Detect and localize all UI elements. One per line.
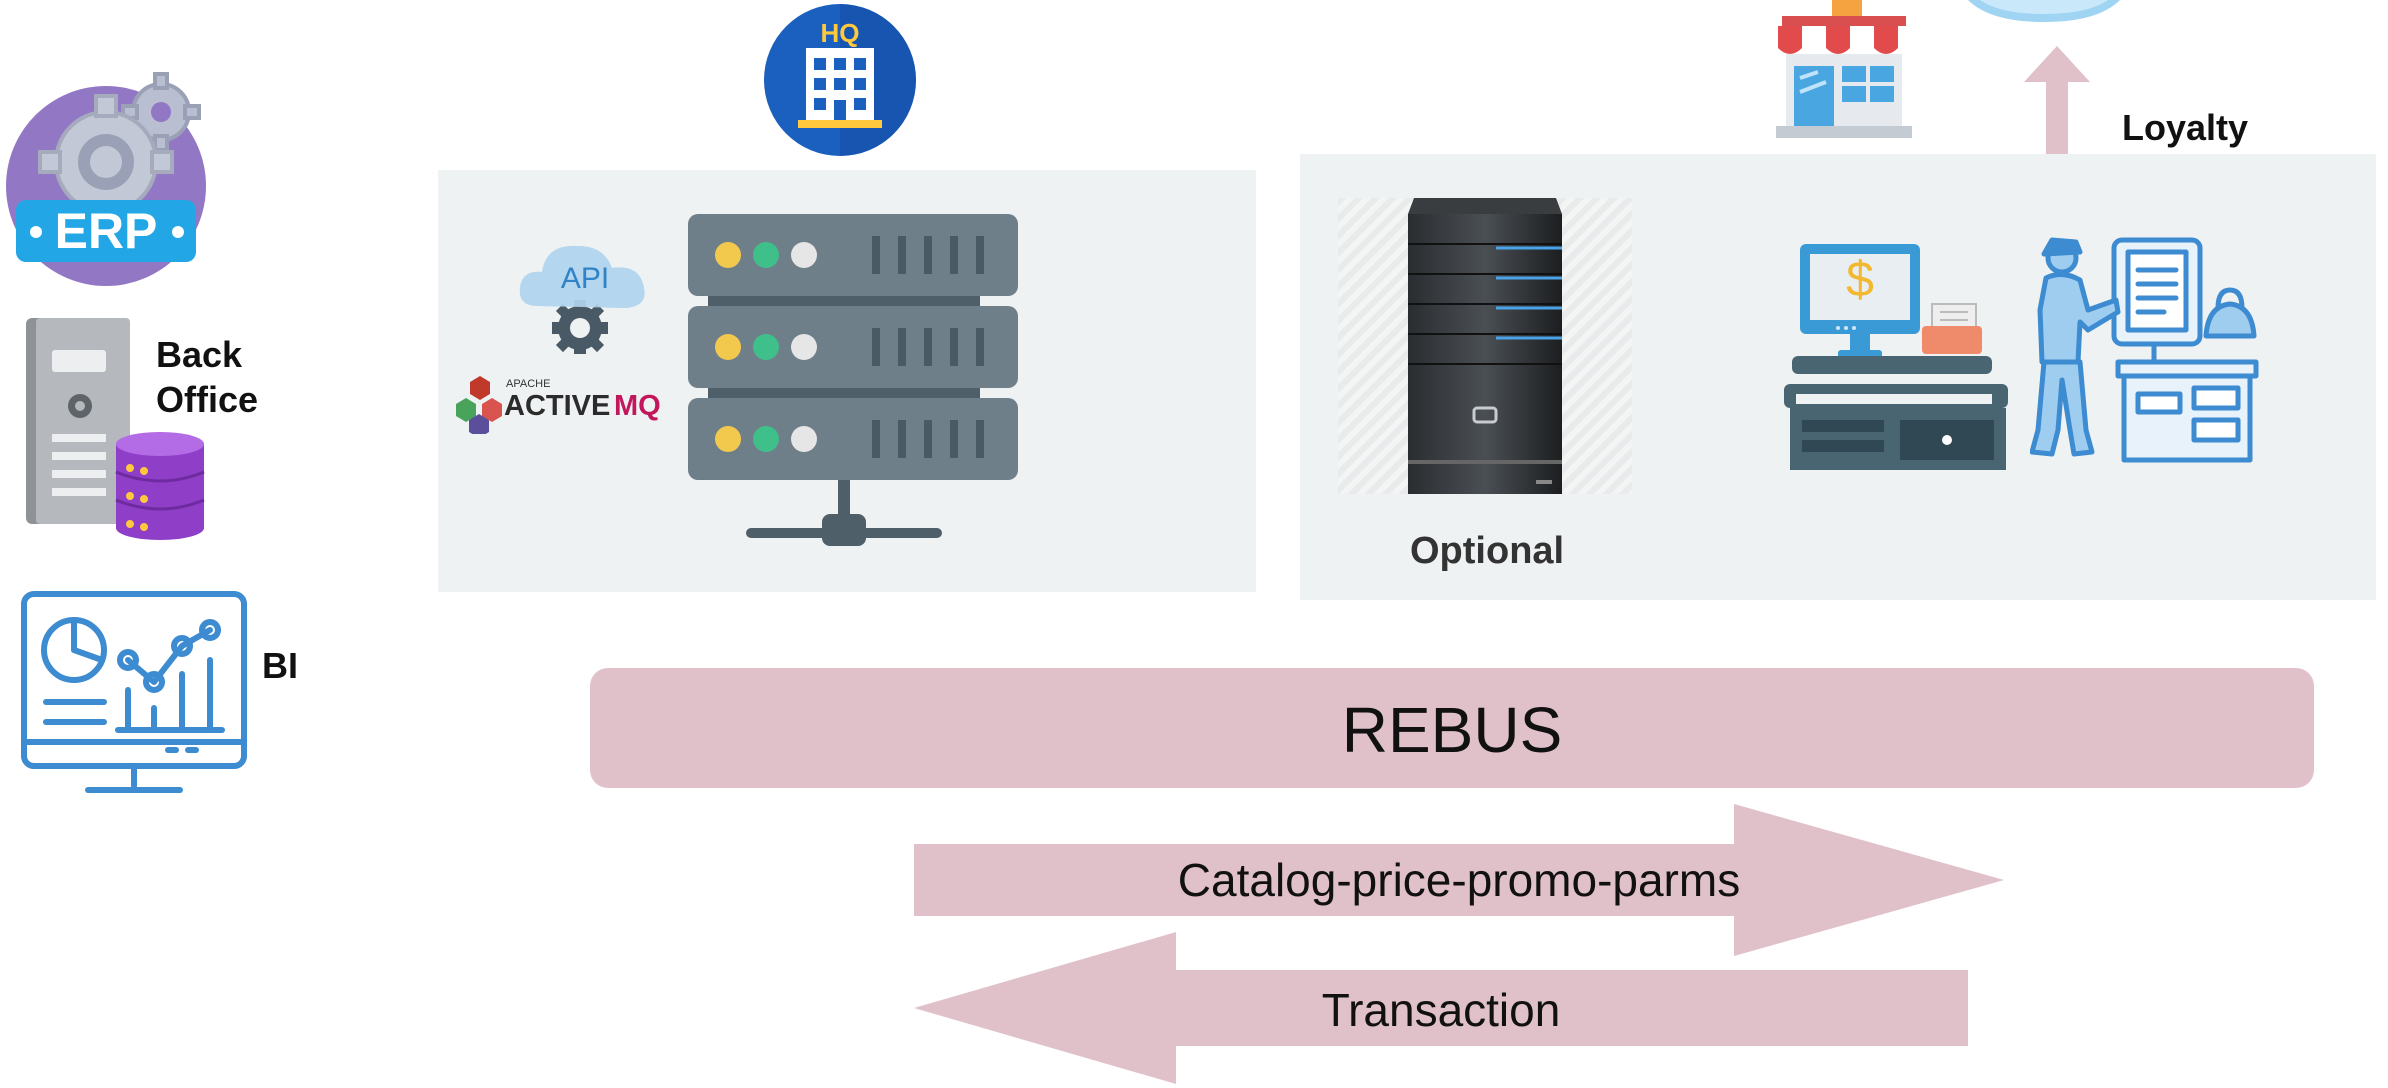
transaction-flow-arrow (914, 932, 1968, 1084)
optional-label: Optional (1410, 530, 1565, 572)
server-rack-icon (688, 214, 1018, 550)
database-icon (115, 432, 205, 540)
self-service-kiosk-icon (2030, 230, 2280, 466)
hq-building-icon: HQ (764, 4, 916, 156)
pos-currency-symbol: $ (1846, 251, 1874, 307)
pos-counter-icon: $ (1782, 244, 2020, 474)
loyalty-double-arrow (2024, 46, 2090, 202)
bi-dashboard-icon (18, 590, 250, 800)
loyalty-label: Loyalty (2122, 107, 2249, 148)
back-office-server-icon (24, 314, 214, 540)
activemq-active-text: ACTIVE (504, 390, 611, 422)
activemq-mq-text: MQ (614, 390, 661, 422)
activemq-apache-text: APACHE (506, 378, 551, 390)
back-office-label: Back Office (156, 334, 259, 420)
loyalty-cloud-icon (1968, 0, 2120, 22)
api-label: API (560, 262, 610, 295)
store-front-icon (1776, 0, 1912, 140)
transaction-flow-label: Transaction (1321, 984, 1561, 1036)
catalog-flow-arrow (914, 804, 2004, 956)
api-cloud-icon: API (516, 236, 654, 354)
bi-label: BI (262, 645, 298, 686)
rebus-bus-bar: REBUS (590, 668, 2314, 788)
rebus-label: REBUS (1341, 694, 1563, 766)
hq-label: HQ (820, 18, 860, 48)
erp-icon: ERP (6, 52, 206, 288)
catalog-flow-label: Catalog-price-promo-parms (1177, 854, 1741, 906)
erp-label: ERP (54, 203, 158, 259)
store-server-icon (1338, 198, 1632, 494)
activemq-logo: APACHE ACTIVE MQ (454, 370, 676, 434)
